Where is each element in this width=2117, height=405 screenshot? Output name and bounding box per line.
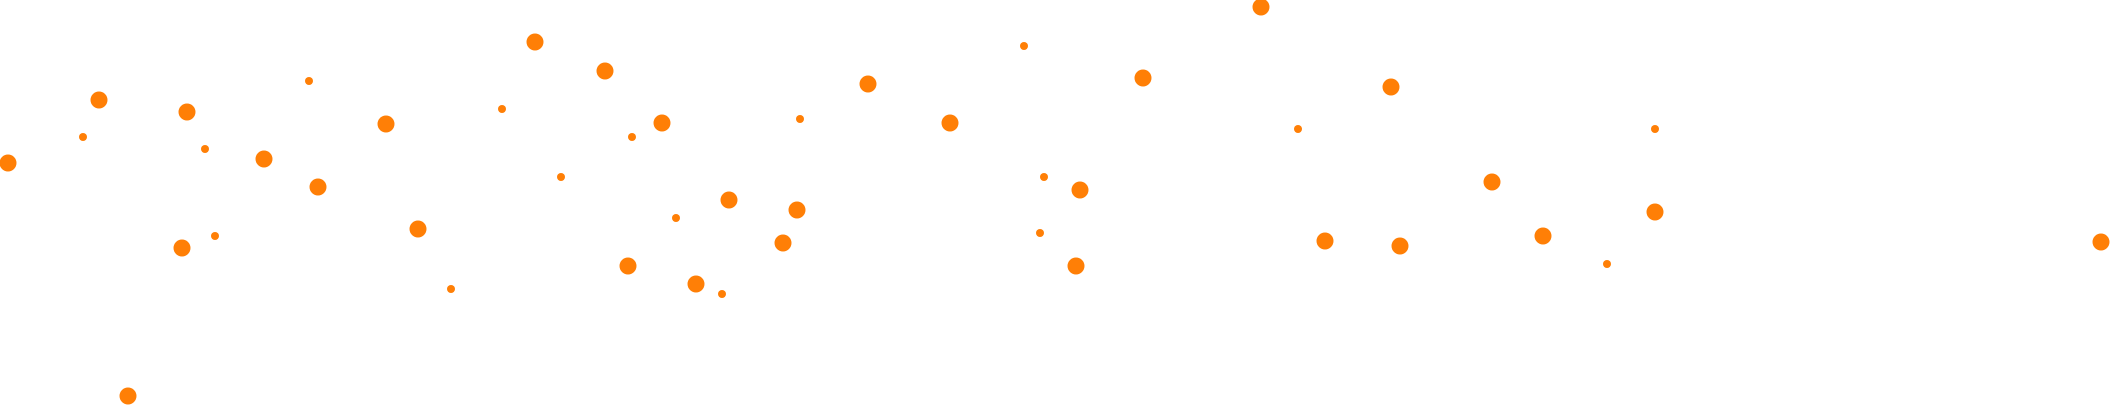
large-dot [1252,0,1270,16]
large-dot [1316,232,1334,250]
large-dot [653,114,671,132]
large-dot [90,91,108,109]
large-dot [596,62,614,80]
small-dot [447,285,455,293]
large-dot [1067,257,1085,275]
large-dot [255,150,273,168]
large-dot [1646,203,1664,221]
small-dot [1036,229,1044,237]
large-dot [1391,237,1409,255]
small-dot [211,232,219,240]
large-dot [1534,227,1552,245]
large-dot [178,103,196,121]
large-dot [0,154,17,172]
small-dot [1603,260,1611,268]
large-dot [774,234,792,252]
large-dot [687,275,705,293]
large-dot [941,114,959,132]
small-dot [201,145,209,153]
large-dot [1382,78,1400,96]
small-dot [672,214,680,222]
large-dot [720,191,738,209]
small-dot [1020,42,1028,50]
large-dot [1483,173,1501,191]
small-dot [1651,125,1659,133]
small-dot [498,105,506,113]
large-dot [309,178,327,196]
large-dot [377,115,395,133]
small-dot [796,115,804,123]
large-dot [788,201,806,219]
large-dot [409,220,427,238]
large-dot [173,239,191,257]
large-dot [526,33,544,51]
small-dot [628,133,636,141]
small-dot [557,173,565,181]
large-dot [2092,233,2110,251]
large-dot [1134,69,1152,87]
small-dot [1040,173,1048,181]
small-dot [305,77,313,85]
large-dot [1071,181,1089,199]
large-dot [859,75,877,93]
small-dot [718,290,726,298]
small-dot [79,133,87,141]
large-dot [119,387,137,405]
large-dot [619,257,637,275]
small-dot [1294,125,1302,133]
